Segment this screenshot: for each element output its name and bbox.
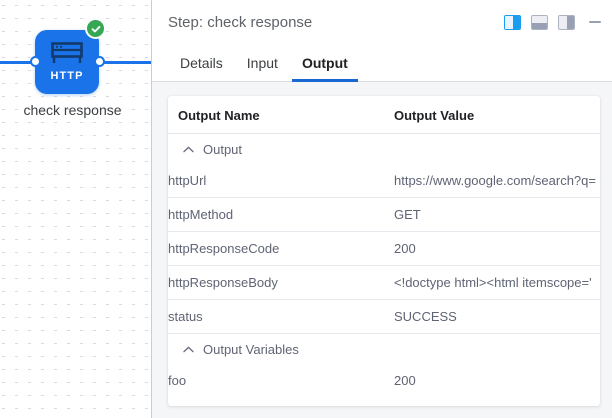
table-group-row[interactable]: Output Variables — [168, 334, 600, 365]
http-node-icon — [35, 41, 99, 67]
chevron-up-icon — [182, 344, 194, 356]
table-row[interactable]: foo 200 — [168, 364, 600, 397]
output-name-cell: status — [168, 299, 394, 334]
tab-output[interactable]: Output — [290, 44, 360, 82]
layout-bottom-split-icon[interactable] — [531, 14, 548, 30]
table-group-cell: Output — [168, 134, 600, 165]
output-name-cell: httpResponseBody — [168, 265, 394, 300]
panel-tabs: Details Input Output — [152, 44, 612, 82]
http-node-icon-label: HTTP — [50, 70, 84, 82]
output-value-cell: GET — [394, 197, 600, 232]
table-row[interactable]: status SUCCESS — [168, 299, 600, 334]
chevron-up-icon — [182, 144, 194, 156]
table-group-cell: Output Variables — [168, 334, 600, 365]
step-details-panel: Step: check response — [152, 0, 612, 418]
node-output-port[interactable] — [94, 56, 105, 67]
tab-input[interactable]: Input — [235, 44, 290, 81]
check-circle-icon — [85, 18, 106, 39]
output-value-cell: https://www.google.com/search?q= — [394, 164, 600, 198]
group-toggle-output-variables[interactable]: Output Variables — [168, 342, 600, 357]
group-toggle-output[interactable]: Output — [168, 142, 600, 157]
table-row[interactable]: httpResponseBody <!doctype html><html it… — [168, 265, 600, 300]
tab-output-label: Output — [301, 54, 348, 71]
output-name-cell: httpUrl — [168, 164, 394, 198]
output-table-head: Output Name Output Value — [168, 96, 600, 134]
workflow-canvas[interactable]: HTTP check response — [0, 0, 152, 418]
tab-details[interactable]: Details — [168, 44, 235, 81]
tab-input-label: Input — [246, 54, 278, 71]
output-name-cell: httpResponseCode — [168, 231, 394, 266]
canvas-panel-divider — [151, 0, 152, 418]
group-label: Output — [203, 142, 243, 157]
page-title: Step: check response — [168, 13, 313, 31]
layout-left-split-icon[interactable] — [558, 14, 575, 30]
panel-header-actions — [504, 14, 602, 30]
panel-body: Output Name Output Value — [152, 82, 612, 418]
tab-details-label: Details — [180, 54, 223, 71]
output-value-cell: <!doctype html><html itemscope=' — [394, 265, 600, 300]
output-table: Output Name Output Value — [168, 96, 600, 397]
workflow-node-check-response[interactable]: HTTP — [35, 30, 99, 94]
output-name-cell: httpMethod — [168, 197, 394, 232]
output-value-cell: 200 — [394, 373, 416, 388]
node-input-port[interactable] — [30, 56, 41, 67]
output-table-header-row: Output Name Output Value — [168, 96, 600, 134]
output-name-cell: foo — [168, 373, 187, 388]
output-value-cell: 200 — [394, 231, 600, 266]
table-row[interactable]: httpResponseCode 200 — [168, 231, 600, 266]
table-group-row[interactable]: Output — [168, 134, 600, 165]
column-header-output-value: Output Value — [394, 96, 600, 134]
minimize-icon[interactable] — [587, 15, 602, 29]
layout-right-split-icon[interactable] — [504, 14, 521, 30]
group-label: Output Variables — [203, 342, 299, 357]
table-row[interactable]: httpUrl https://www.google.com/search?q= — [168, 164, 600, 198]
table-row[interactable]: httpMethod GET — [168, 197, 600, 232]
output-table-body: Output httpUrl https://www.google.com/se… — [168, 134, 600, 398]
node-label: check response — [23, 102, 122, 118]
panel-header: Step: check response — [152, 0, 612, 44]
output-value-cell: SUCCESS — [394, 299, 600, 334]
output-table-card: Output Name Output Value — [168, 96, 600, 406]
column-header-output-name: Output Name — [168, 96, 394, 134]
